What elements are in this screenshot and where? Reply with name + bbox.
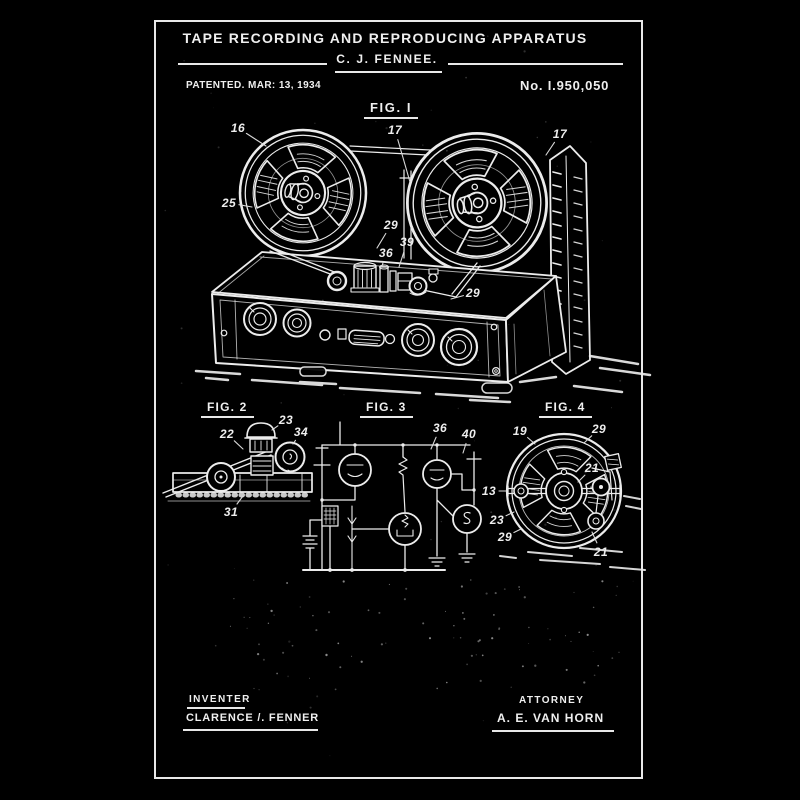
fig1-front-panel [211,293,509,383]
callout-fig2-22: 22 [219,427,235,441]
patent-number: No. I.950,050 [520,78,610,93]
fig3-label: FIG. 3 [360,400,413,418]
author-rule-right [448,63,623,65]
speckle-texture [164,35,634,757]
callout-fig4-21: 21 [584,461,600,475]
callout-fig4-29: 29 [591,422,607,436]
callout-fig4-19: 19 [512,424,528,438]
fig1-components [326,261,439,296]
attorney-name: A. E. VAN HORN [497,711,605,725]
fig1-tape-top [349,145,431,156]
callout-fig1-16: 16 [230,121,246,135]
fig1-side-panel [505,275,567,383]
patent-author: C. J. FENNEE. [336,52,438,66]
author-underline [335,71,442,73]
fig3-art [302,421,482,572]
fig4-label: FIG. 4 [539,400,592,418]
inventor-name: CLARENCE /. FENNER [186,712,319,724]
fig4-art [499,432,646,571]
patent-date: PATENTED. MAR: 13, 1934 [186,80,321,91]
inventor-name-underline [183,729,318,731]
patent-title: TAPE RECORDING AND REPRODUCING APPARATUS [182,30,588,46]
border-frame [154,20,643,779]
fig1-left-reel [228,118,377,267]
fig1-label: FIG. I [364,100,419,119]
callout-fig1-25: 25 [221,196,237,210]
author-rule-left [178,63,327,65]
fig1-right-reel [398,124,555,281]
fig1-tape [267,245,481,298]
callout-fig1-29: 29 [383,218,399,232]
callout-fig1-17: 17 [552,127,568,141]
callout-fig4-21: 21 [593,545,609,559]
callout-fig1-36: 36 [378,246,394,260]
callout-fig1-17: 17 [387,123,403,137]
callout-fig2-34: 34 [293,425,309,439]
callout-fig4-13: 13 [481,484,497,498]
attorney-heading: ATTORNEY [519,695,585,706]
callout-fig3-36: 36 [432,421,448,435]
callout-fig2-31: 31 [223,505,239,519]
callout-fig2-23: 23 [278,413,294,427]
callout-fig4-29: 29 [497,530,513,544]
callout-fig1-39: 39 [399,235,415,249]
callout-fig4-23: 23 [489,513,505,527]
fig1-shadows [194,354,652,404]
fig2-label: FIG. 2 [201,400,254,418]
fig2-art [162,422,313,502]
callout-fig3-40: 40 [461,427,477,441]
callout-fig1-29: 29 [465,286,481,300]
inventor-heading: INVENTER [189,694,251,705]
callout-leader-lines [233,132,598,544]
inventor-heading-underline [187,707,245,709]
attorney-name-underline [492,730,614,732]
